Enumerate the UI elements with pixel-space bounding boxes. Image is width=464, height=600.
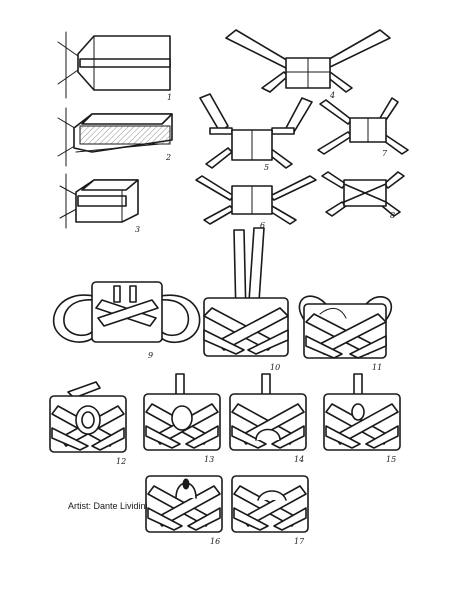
step-2-number: 2 [165, 153, 171, 162]
step-1-number: 1 [167, 93, 172, 102]
step-8-number: 8 [390, 211, 395, 220]
step-17-number: 17 [294, 537, 305, 546]
step-9-number: 9 [148, 351, 153, 360]
step-5-number: 5 [264, 163, 269, 172]
step-16-number: 16 [210, 537, 220, 546]
step-12-number: 12 [116, 457, 126, 466]
step-5-illustration: 5 [199, 93, 313, 172]
step-11-number: 11 [372, 363, 382, 372]
step-6-illustration: 6 [195, 175, 317, 230]
step-9-illustration: 9 [52, 281, 201, 360]
step-7-illustration: 7 [317, 97, 409, 158]
step-16-illustration: 16 [145, 475, 223, 546]
step-13-number: 13 [204, 455, 214, 464]
step-14-number: 14 [294, 455, 304, 464]
step-13-illustration: 13 [143, 373, 221, 464]
step-4-illustration: 4 [225, 29, 391, 100]
step-4-number: 4 [329, 91, 335, 100]
step-15-illustration: 15 [323, 373, 401, 464]
step-10-number: 10 [270, 363, 280, 372]
step-12-illustration: 12 [49, 381, 127, 466]
step-11-illustration: 11 [298, 295, 393, 372]
step-6-number: 6 [260, 221, 265, 230]
step-3-number: 3 [135, 225, 140, 234]
step-15-number: 15 [386, 455, 396, 464]
step-3-illustration: 3 [59, 173, 140, 234]
step-14-illustration: 14 [229, 373, 307, 464]
step-1-illustration: 1 [57, 31, 172, 102]
step-7-number: 7 [382, 149, 388, 158]
artist-credit: Artist: Dante Lividini [68, 501, 148, 511]
step-2-illustration: 2 [57, 107, 173, 167]
step-17-illustration: 17 [231, 475, 309, 546]
step-8-illustration: 8 [321, 171, 405, 220]
step-10-illustration: 10 [203, 227, 289, 372]
